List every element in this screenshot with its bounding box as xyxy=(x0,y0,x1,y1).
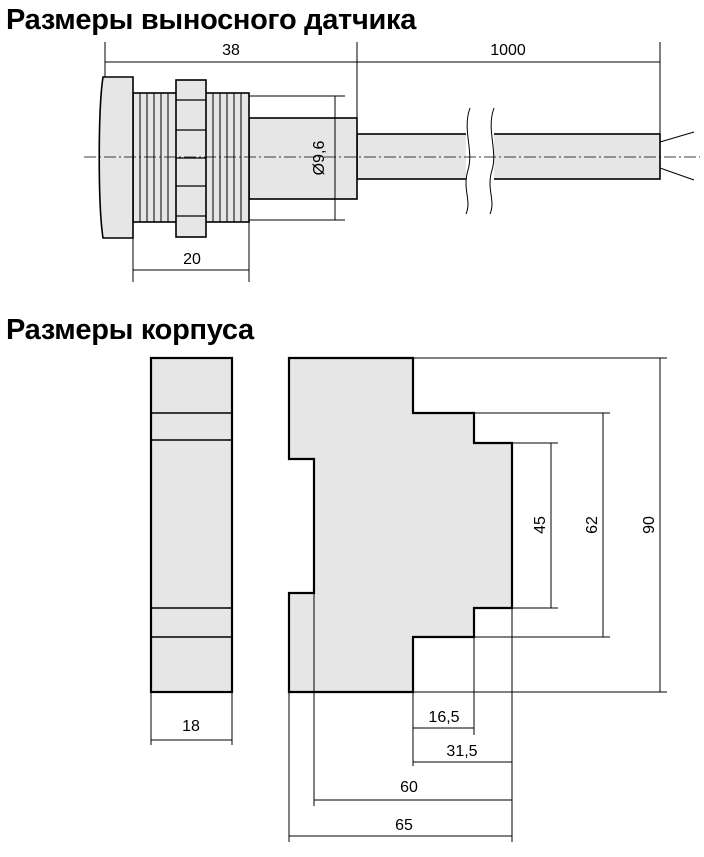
dim-38-label: 38 xyxy=(222,42,240,59)
dim-65-label: 65 xyxy=(395,817,413,834)
dim-60-label: 60 xyxy=(400,779,418,796)
thread-lines xyxy=(139,93,242,222)
sensor-cable xyxy=(356,133,661,180)
cable-break-line-right xyxy=(489,107,495,215)
dim-16-5-label: 16,5 xyxy=(428,709,459,726)
housing-front-body xyxy=(149,356,234,694)
sensor-dimensions-title: Размеры выносного датчика xyxy=(6,4,417,36)
wire-top xyxy=(659,131,695,143)
sensor-drawing: 38 1000 Ø9,6 xyxy=(84,42,700,282)
housing-side-view: 45 62 90 16,5 31,5 60 65 xyxy=(287,356,667,842)
dim-18-label: 18 xyxy=(182,718,200,735)
sensor-probe-tube xyxy=(248,117,358,200)
housing-front-view: 18 xyxy=(149,356,234,745)
dim-20-label: 20 xyxy=(183,251,201,268)
dim-62-label: 62 xyxy=(584,516,601,534)
housing-dimensions-title: Размеры корпуса xyxy=(6,314,254,346)
cable-break-line-left xyxy=(465,107,471,215)
housing-side-body xyxy=(287,356,514,694)
dim-1000-label: 1000 xyxy=(490,42,526,59)
dim-90-label: 90 xyxy=(641,516,658,534)
dim-diameter-label: Ø9,6 xyxy=(311,141,328,176)
cable-break-gap xyxy=(466,108,494,208)
nut-facets xyxy=(176,99,206,217)
dim-31-5-label: 31,5 xyxy=(446,743,477,760)
wire-bottom xyxy=(659,167,695,181)
sensor-head xyxy=(98,76,134,239)
housing-front-grooves xyxy=(151,412,232,638)
dim-45-label: 45 xyxy=(532,516,549,534)
